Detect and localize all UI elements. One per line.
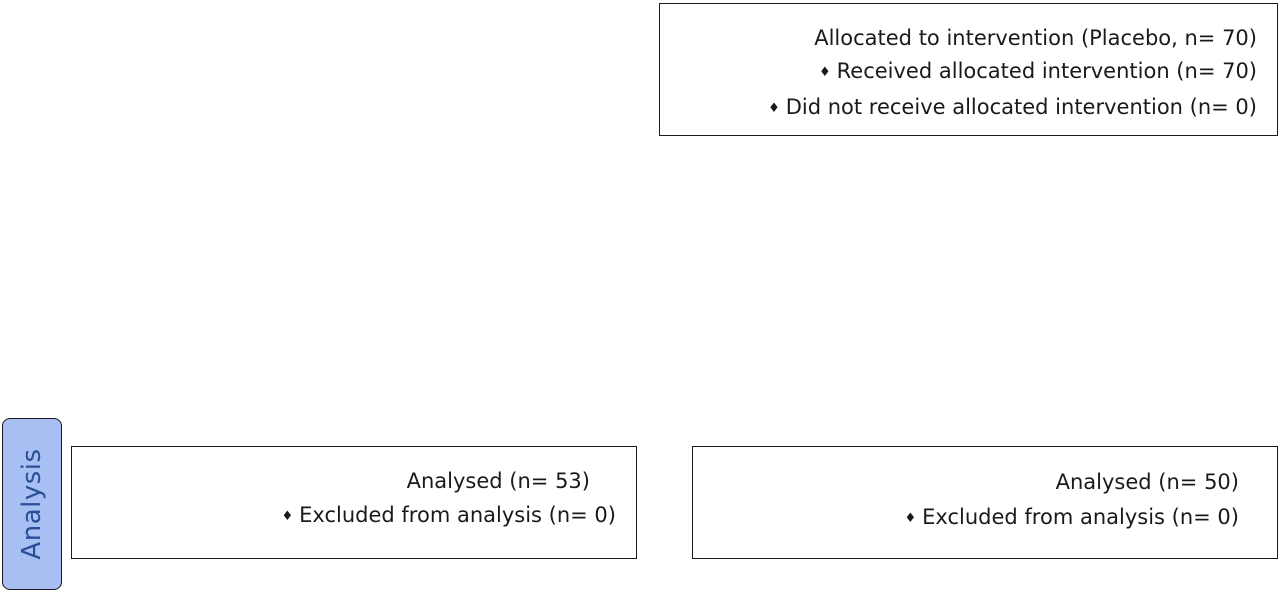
allocation-title: Allocated to intervention (Placebo, n= 7… xyxy=(814,26,1257,50)
diamond-bullet-icon: ♦ xyxy=(281,509,294,524)
analysis-right-title: Analysed (n= 50) xyxy=(1055,470,1239,494)
stage-label-text: Analysis xyxy=(17,448,47,560)
analysis-left-item-excluded: ♦Excluded from analysis (n= 0) xyxy=(281,503,616,527)
allocation-item-received: ♦Received allocated intervention (n= 70) xyxy=(818,59,1257,83)
diamond-bullet-icon: ♦ xyxy=(768,101,780,116)
stage-label-analysis: Analysis xyxy=(2,418,62,590)
diamond-bullet-icon: ♦ xyxy=(904,511,917,526)
analysis-box-left: Analysed (n= 53) ♦Excluded from analysis… xyxy=(71,446,637,559)
analysis-right-item-excluded: ♦Excluded from analysis (n= 0) xyxy=(904,505,1239,529)
allocation-box-placebo: Allocated to intervention (Placebo, n= 7… xyxy=(659,3,1278,136)
analysis-box-right: Analysed (n= 50) ♦Excluded from analysis… xyxy=(692,446,1278,559)
analysis-left-title: Analysed (n= 53) xyxy=(406,469,590,493)
allocation-item-not-received: ♦Did not receive allocated intervention … xyxy=(768,95,1257,119)
diamond-bullet-icon: ♦ xyxy=(818,65,831,80)
